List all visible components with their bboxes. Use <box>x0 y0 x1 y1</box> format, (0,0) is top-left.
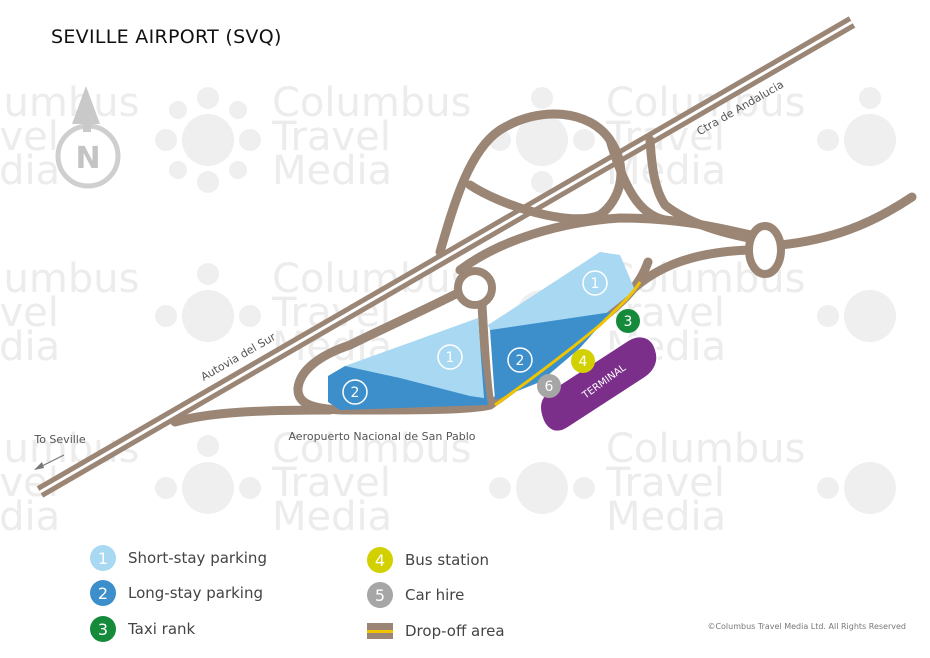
legend-number: 2 <box>97 583 109 603</box>
legend-taxi-rank: 3 Taxi rank <box>90 615 195 643</box>
marker-bus-station: 4 <box>571 349 595 373</box>
marker-label: 6 <box>545 379 554 395</box>
highway <box>36 16 856 498</box>
road-label-to-seville: To Seville <box>33 433 86 446</box>
legend-badge: 1 <box>90 545 116 571</box>
legend-label: Long-stay parking <box>128 584 264 602</box>
legend-badge: 3 <box>90 616 116 642</box>
roundabout <box>454 222 785 309</box>
legend-long-stay: 2 Long-stay parking <box>90 579 263 607</box>
legend-badge: 2 <box>90 580 116 606</box>
marker-label: 4 <box>579 354 588 370</box>
marker-label: 3 <box>624 314 633 330</box>
marker-long-stay-right: 2 <box>507 347 533 373</box>
drop-off-line <box>494 281 642 407</box>
marker-taxi-rank: 3 <box>616 309 640 333</box>
legend-bus-station: 4 Bus station <box>367 546 489 574</box>
watermark: Columbus Travel Media <box>0 256 140 370</box>
legend-number: 1 <box>97 548 109 568</box>
compass-letter: N <box>75 141 100 176</box>
copyright: ©Columbus Travel Media Ltd. All Rights R… <box>707 622 906 631</box>
long-stay-parking-area-right <box>490 312 612 400</box>
legend-badge: 4 <box>367 547 393 573</box>
legend-short-stay: 1 Short-stay parking <box>90 544 267 572</box>
legend-number: 5 <box>374 585 386 605</box>
marker-label: 2 <box>351 385 360 401</box>
legend-label: Short-stay parking <box>128 549 267 567</box>
marker-label: 2 <box>516 353 525 369</box>
map-markers: 1 1 2 2 3 4 6 <box>342 270 640 405</box>
legend-label: Bus station <box>405 551 490 569</box>
drop-off-swatch <box>367 623 393 639</box>
legend-drop-off: Drop-off area <box>367 617 505 645</box>
watermark: Columbus Travel Media <box>606 426 806 540</box>
legend-label: Car hire <box>405 586 465 604</box>
watermark: Columbus Travel Media <box>272 80 472 194</box>
short-stay-parking-area-left <box>345 318 484 398</box>
legend-label: Taxi rank <box>128 620 196 638</box>
marker-car-hire: 6 <box>537 374 561 398</box>
short-stay-parking-area-right <box>488 252 635 330</box>
marker-long-stay-left: 2 <box>342 379 368 405</box>
north-arrow-icon: N <box>55 86 121 189</box>
watermark: Columbus Travel Media <box>272 426 472 540</box>
marker-short-stay-left: 1 <box>437 344 463 370</box>
watermark: Columbus Travel Media <box>0 80 140 194</box>
marker-label: 1 <box>591 276 600 292</box>
legend-label: Drop-off area <box>405 622 505 640</box>
legend-car-hire: 5 Car hire <box>367 581 464 609</box>
marker-label: 1 <box>446 350 455 366</box>
road-label-aeropuerto: Aeropuerto Nacional de San Pablo <box>288 430 475 443</box>
page-title: SEVILLE AIRPORT (SVQ) <box>51 26 282 48</box>
marker-short-stay-right: 1 <box>582 270 608 296</box>
arrow-left-icon <box>34 454 65 470</box>
legend-number: 4 <box>374 550 386 570</box>
legend-number: 3 <box>97 619 109 639</box>
legend-badge: 5 <box>367 582 393 608</box>
watermark-logo-icon <box>155 87 896 514</box>
